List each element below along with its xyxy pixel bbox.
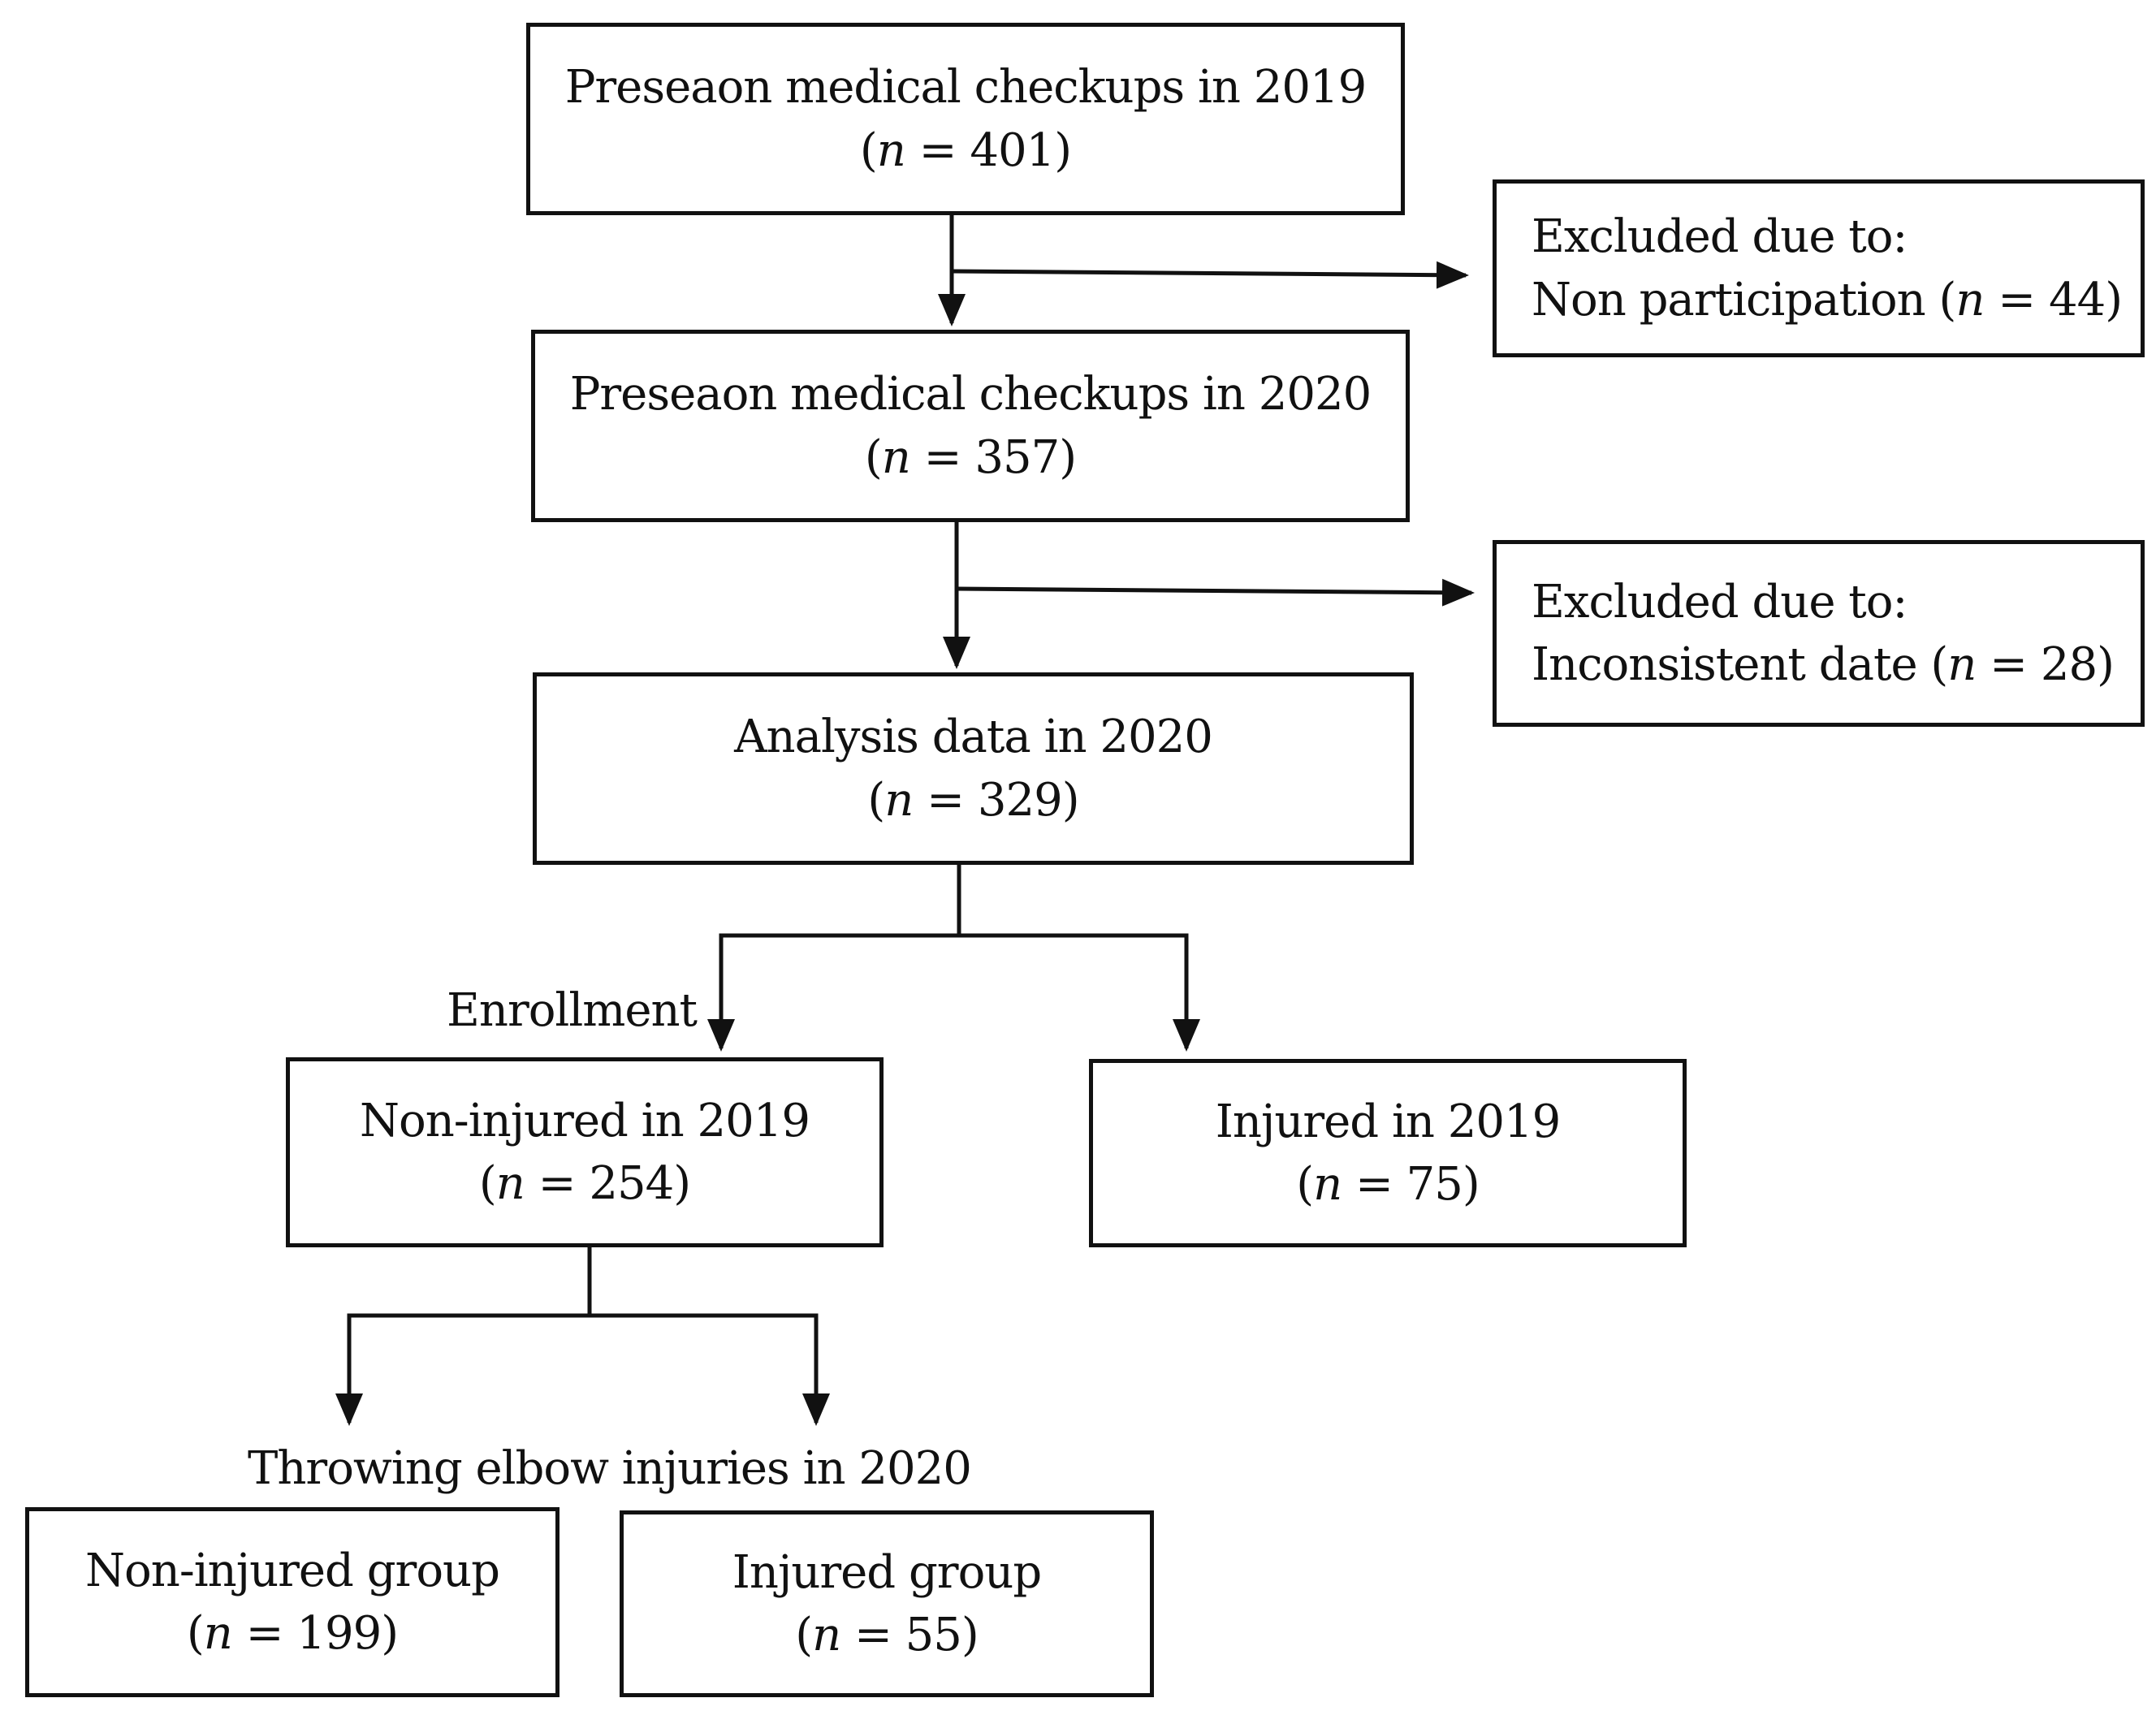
exclusion-1-count-symbol: n	[1955, 273, 1985, 326]
count-open-paren: (	[867, 773, 885, 827]
box-injured-2019: Injured in 2019 (n = 75)	[1089, 1059, 1687, 1247]
box-non-injured-2019-title: Non-injured in 2019	[360, 1094, 810, 1147]
count-value: = 254)	[524, 1157, 691, 1210]
exclusion-2-count-value: = 28)	[1976, 638, 2115, 691]
count-open-paren: (	[478, 1157, 497, 1210]
count-symbol: n	[203, 1607, 233, 1660]
count-value: = 357)	[909, 430, 1077, 484]
box-checkups-2020-count: (n = 357)	[864, 426, 1077, 489]
box-non-injured-2019: Non-injured in 2019 (n = 254)	[286, 1057, 884, 1247]
count-value: = 75)	[1342, 1158, 1480, 1211]
arrow-to-non-injured-group	[335, 1245, 592, 1426]
count-symbol: n	[881, 430, 911, 484]
arrow-to-injured-group	[590, 1313, 830, 1426]
count-symbol: n	[812, 1609, 841, 1661]
box-injured-group-count: (n = 55)	[795, 1604, 979, 1666]
count-open-paren: (	[795, 1609, 813, 1661]
box-checkups-2019: Preseaon medical checkups in 2019 (n = 4…	[526, 23, 1405, 215]
box-checkups-2020-title: Preseaon medical checkups in 2020	[569, 368, 1372, 421]
count-value: = 329)	[913, 773, 1079, 827]
count-symbol: n	[495, 1157, 525, 1210]
arrow-to-exclusion-1	[951, 261, 1469, 289]
count-open-paren: (	[1296, 1158, 1314, 1211]
box-injured-group: Injured group (n = 55)	[620, 1510, 1154, 1697]
throwing-elbow-injuries-label: Throwing elbow injuries in 2020	[248, 1442, 972, 1495]
box-injured-2019-count: (n = 75)	[1296, 1153, 1480, 1216]
box-checkups-2020: Preseaon medical checkups in 2020 (n = 3…	[531, 330, 1410, 522]
exclusion-2-count-symbol: n	[1947, 638, 1977, 691]
exclusion-1-reason-text: Non participation (	[1532, 273, 1956, 326]
box-injured-2019-title: Injured in 2019	[1215, 1095, 1561, 1148]
exclusion-1-count-value: = 44)	[1984, 273, 2123, 326]
arrow-analysis-to-non-injured-2019	[707, 863, 961, 1052]
arrow-to-exclusion-2	[956, 578, 1475, 607]
enrollment-label: Enrollment	[447, 984, 698, 1037]
exclusion-2-reason-text: Inconsistent date (	[1532, 638, 1948, 691]
exclusion-1-reason: Non participation (n = 44)	[1532, 269, 2123, 331]
count-symbol: n	[1313, 1158, 1342, 1211]
exclusion-1-heading: Excluded due to:	[1532, 210, 1908, 264]
count-value: = 199)	[231, 1607, 399, 1660]
count-open-paren: (	[859, 123, 878, 177]
count-symbol: n	[884, 773, 914, 827]
exclusion-2-heading: Excluded due to:	[1532, 575, 1908, 629]
arrow-analysis-to-injured-2019	[959, 933, 1200, 1052]
count-value: = 401)	[905, 123, 1072, 177]
exclusion-2-reason: Inconsistent date (n = 28)	[1532, 633, 2115, 696]
count-symbol: n	[876, 123, 906, 177]
box-non-injured-group: Non-injured group (n = 199)	[25, 1507, 560, 1697]
box-injured-group-title: Injured group	[732, 1545, 1042, 1599]
box-analysis-data-2020: Analysis data in 2020 (n = 329)	[533, 672, 1414, 865]
box-non-injured-group-title: Non-injured group	[85, 1544, 500, 1597]
count-open-paren: (	[186, 1607, 205, 1660]
box-checkups-2019-count: (n = 401)	[859, 119, 1072, 182]
box-analysis-count: (n = 329)	[867, 769, 1079, 832]
box-exclusion-inconsistent-date: Excluded due to: Inconsistent date (n = …	[1493, 540, 2145, 727]
count-value: = 55)	[840, 1609, 979, 1661]
count-open-paren: (	[864, 430, 883, 484]
box-exclusion-non-participation: Excluded due to: Non participation (n = …	[1493, 179, 2145, 357]
box-non-injured-2019-count: (n = 254)	[478, 1152, 691, 1215]
box-analysis-title: Analysis data in 2020	[734, 711, 1213, 764]
box-checkups-2019-title: Preseaon medical checkups in 2019	[564, 61, 1367, 114]
box-non-injured-group-count: (n = 199)	[186, 1602, 399, 1665]
